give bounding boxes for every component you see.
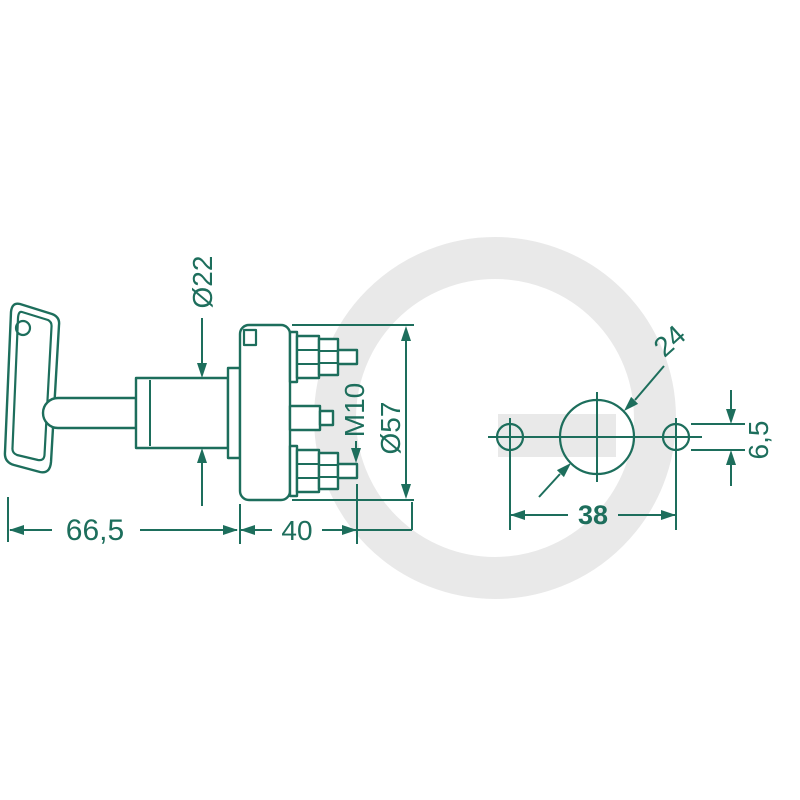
key-ring-hole: [14, 319, 32, 337]
terminal-middle-tip: [318, 409, 335, 427]
arrow-down: [351, 448, 361, 463]
dim-body-diameter-label: Ø57: [375, 402, 406, 455]
arrow-down: [197, 363, 207, 378]
dim-body-diameter: Ø57: [292, 324, 414, 501]
key-bow-inner-outline: [11, 310, 53, 462]
arrow-down: [726, 409, 736, 424]
dim-side-hole-diameter: 6,5: [691, 390, 774, 486]
terminal-bottom: [288, 444, 359, 498]
dim-stud-length-label: 40: [281, 515, 312, 546]
switch-cylinder: [134, 376, 230, 450]
arrow-up-right: [556, 463, 571, 478]
dim-shaft-diameter-label: Ø22: [187, 256, 218, 309]
arrow-left: [510, 510, 525, 520]
dim-thread-label: M10: [339, 383, 370, 437]
switch-body-detail: [242, 328, 258, 347]
leader-line: [634, 365, 665, 401]
center-hole: [558, 398, 636, 476]
dim-overall-length-label: 66,5: [66, 514, 124, 547]
arrow-right: [342, 525, 357, 535]
arrow-right: [661, 510, 676, 520]
terminal-top-nut1: [295, 334, 321, 380]
key-shaft: [41, 396, 138, 430]
terminal-top: [288, 330, 359, 384]
dim-thread: M10: [339, 383, 370, 463]
terminal-bottom-nut1: [295, 448, 321, 494]
side-hole-right: [661, 422, 691, 452]
terminal-top-nut2: [317, 337, 340, 377]
dim-side-hole-label: 6,5: [743, 421, 774, 460]
arrow-up: [726, 450, 736, 465]
arrow-left: [240, 525, 255, 535]
arrow-down-left: [624, 396, 639, 411]
arrow-left: [9, 525, 24, 535]
dim-stud-length: 40: [239, 484, 413, 546]
leader-line: [538, 473, 561, 498]
key: [3, 302, 61, 474]
dim-overall-length: 66,5: [7, 497, 238, 547]
terminal-middle: [288, 404, 335, 432]
terminal-bottom-stud: [336, 462, 359, 480]
dim-hole-spacing-label: 38: [578, 500, 608, 530]
terminal-top-stud: [336, 348, 359, 366]
arrow-up: [401, 326, 411, 341]
terminal-middle-base: [288, 404, 322, 432]
switch-body: [238, 323, 292, 502]
mounting-collar: [226, 366, 242, 460]
arrow-up: [197, 448, 207, 463]
side-view: Ø22 Ø57 M10 66,5: [3, 256, 414, 547]
side-hole-left: [495, 422, 525, 452]
dim-hole-spacing: 38: [509, 452, 677, 530]
arrow-down: [401, 484, 411, 499]
dim-shaft-diameter: Ø22: [187, 256, 218, 506]
watermark-ring: [314, 237, 676, 599]
arrow-right: [223, 525, 238, 535]
terminal-bottom-nut2: [317, 451, 340, 491]
watermark-bar: [498, 414, 616, 457]
